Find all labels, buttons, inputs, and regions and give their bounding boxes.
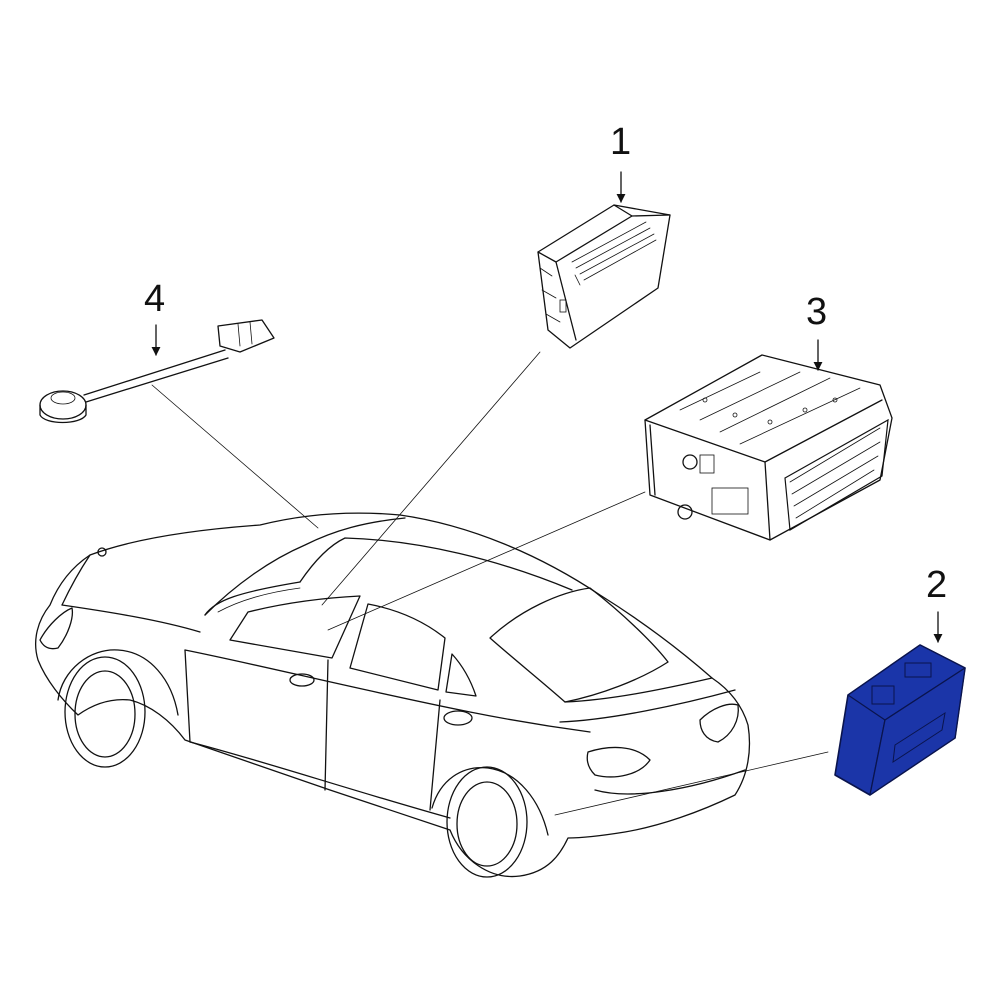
callout-1[interactable]: 1: [610, 121, 632, 163]
part-1-module[interactable]: [537, 204, 671, 349]
vehicle-outline: [35, 512, 751, 878]
leader-lines: [151, 351, 829, 816]
part-2-highlighted-module[interactable]: [834, 644, 966, 796]
callout-2[interactable]: 2: [926, 564, 948, 606]
part-4-antenna-cable[interactable]: [39, 319, 275, 424]
callout-3[interactable]: 3: [806, 291, 828, 333]
callout-arrows: [151, 171, 943, 643]
callout-4[interactable]: 4: [144, 278, 166, 320]
part-3-radio-unit[interactable]: [644, 354, 893, 541]
